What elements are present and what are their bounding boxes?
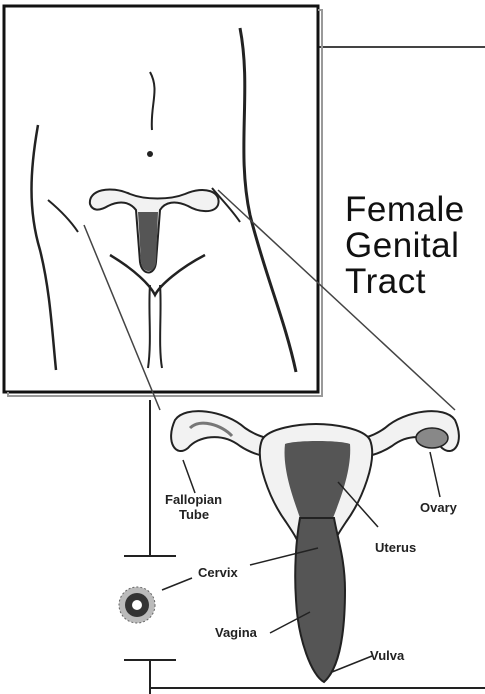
label-vagina: Vagina [215,625,257,640]
label-vulva: Vulva [370,648,404,663]
navel [147,151,153,157]
body-outline-panel [4,6,322,396]
diagram-title: Female Genital Tract [345,192,465,300]
cervix-os [132,600,142,610]
label-uterus: Uterus [375,540,416,555]
title-line-1: Female [345,192,465,228]
title-line-3: Tract [345,264,465,300]
pointer-fallopian-tube [183,460,195,493]
title-line-2: Genital [345,228,465,264]
pointer-cervix-view [162,578,192,590]
label-cervix: Cervix [198,565,238,580]
label-fallopian-line-2: Tube [165,507,222,522]
label-fallopian-tube: Fallopian Tube [165,492,222,522]
vagina-shape [295,518,345,682]
right-ovary [416,428,448,448]
cervix-end-view [119,587,155,623]
label-ovary: Ovary [420,500,457,515]
pointer-ovary [430,452,440,497]
label-fallopian-line-1: Fallopian [165,492,222,507]
